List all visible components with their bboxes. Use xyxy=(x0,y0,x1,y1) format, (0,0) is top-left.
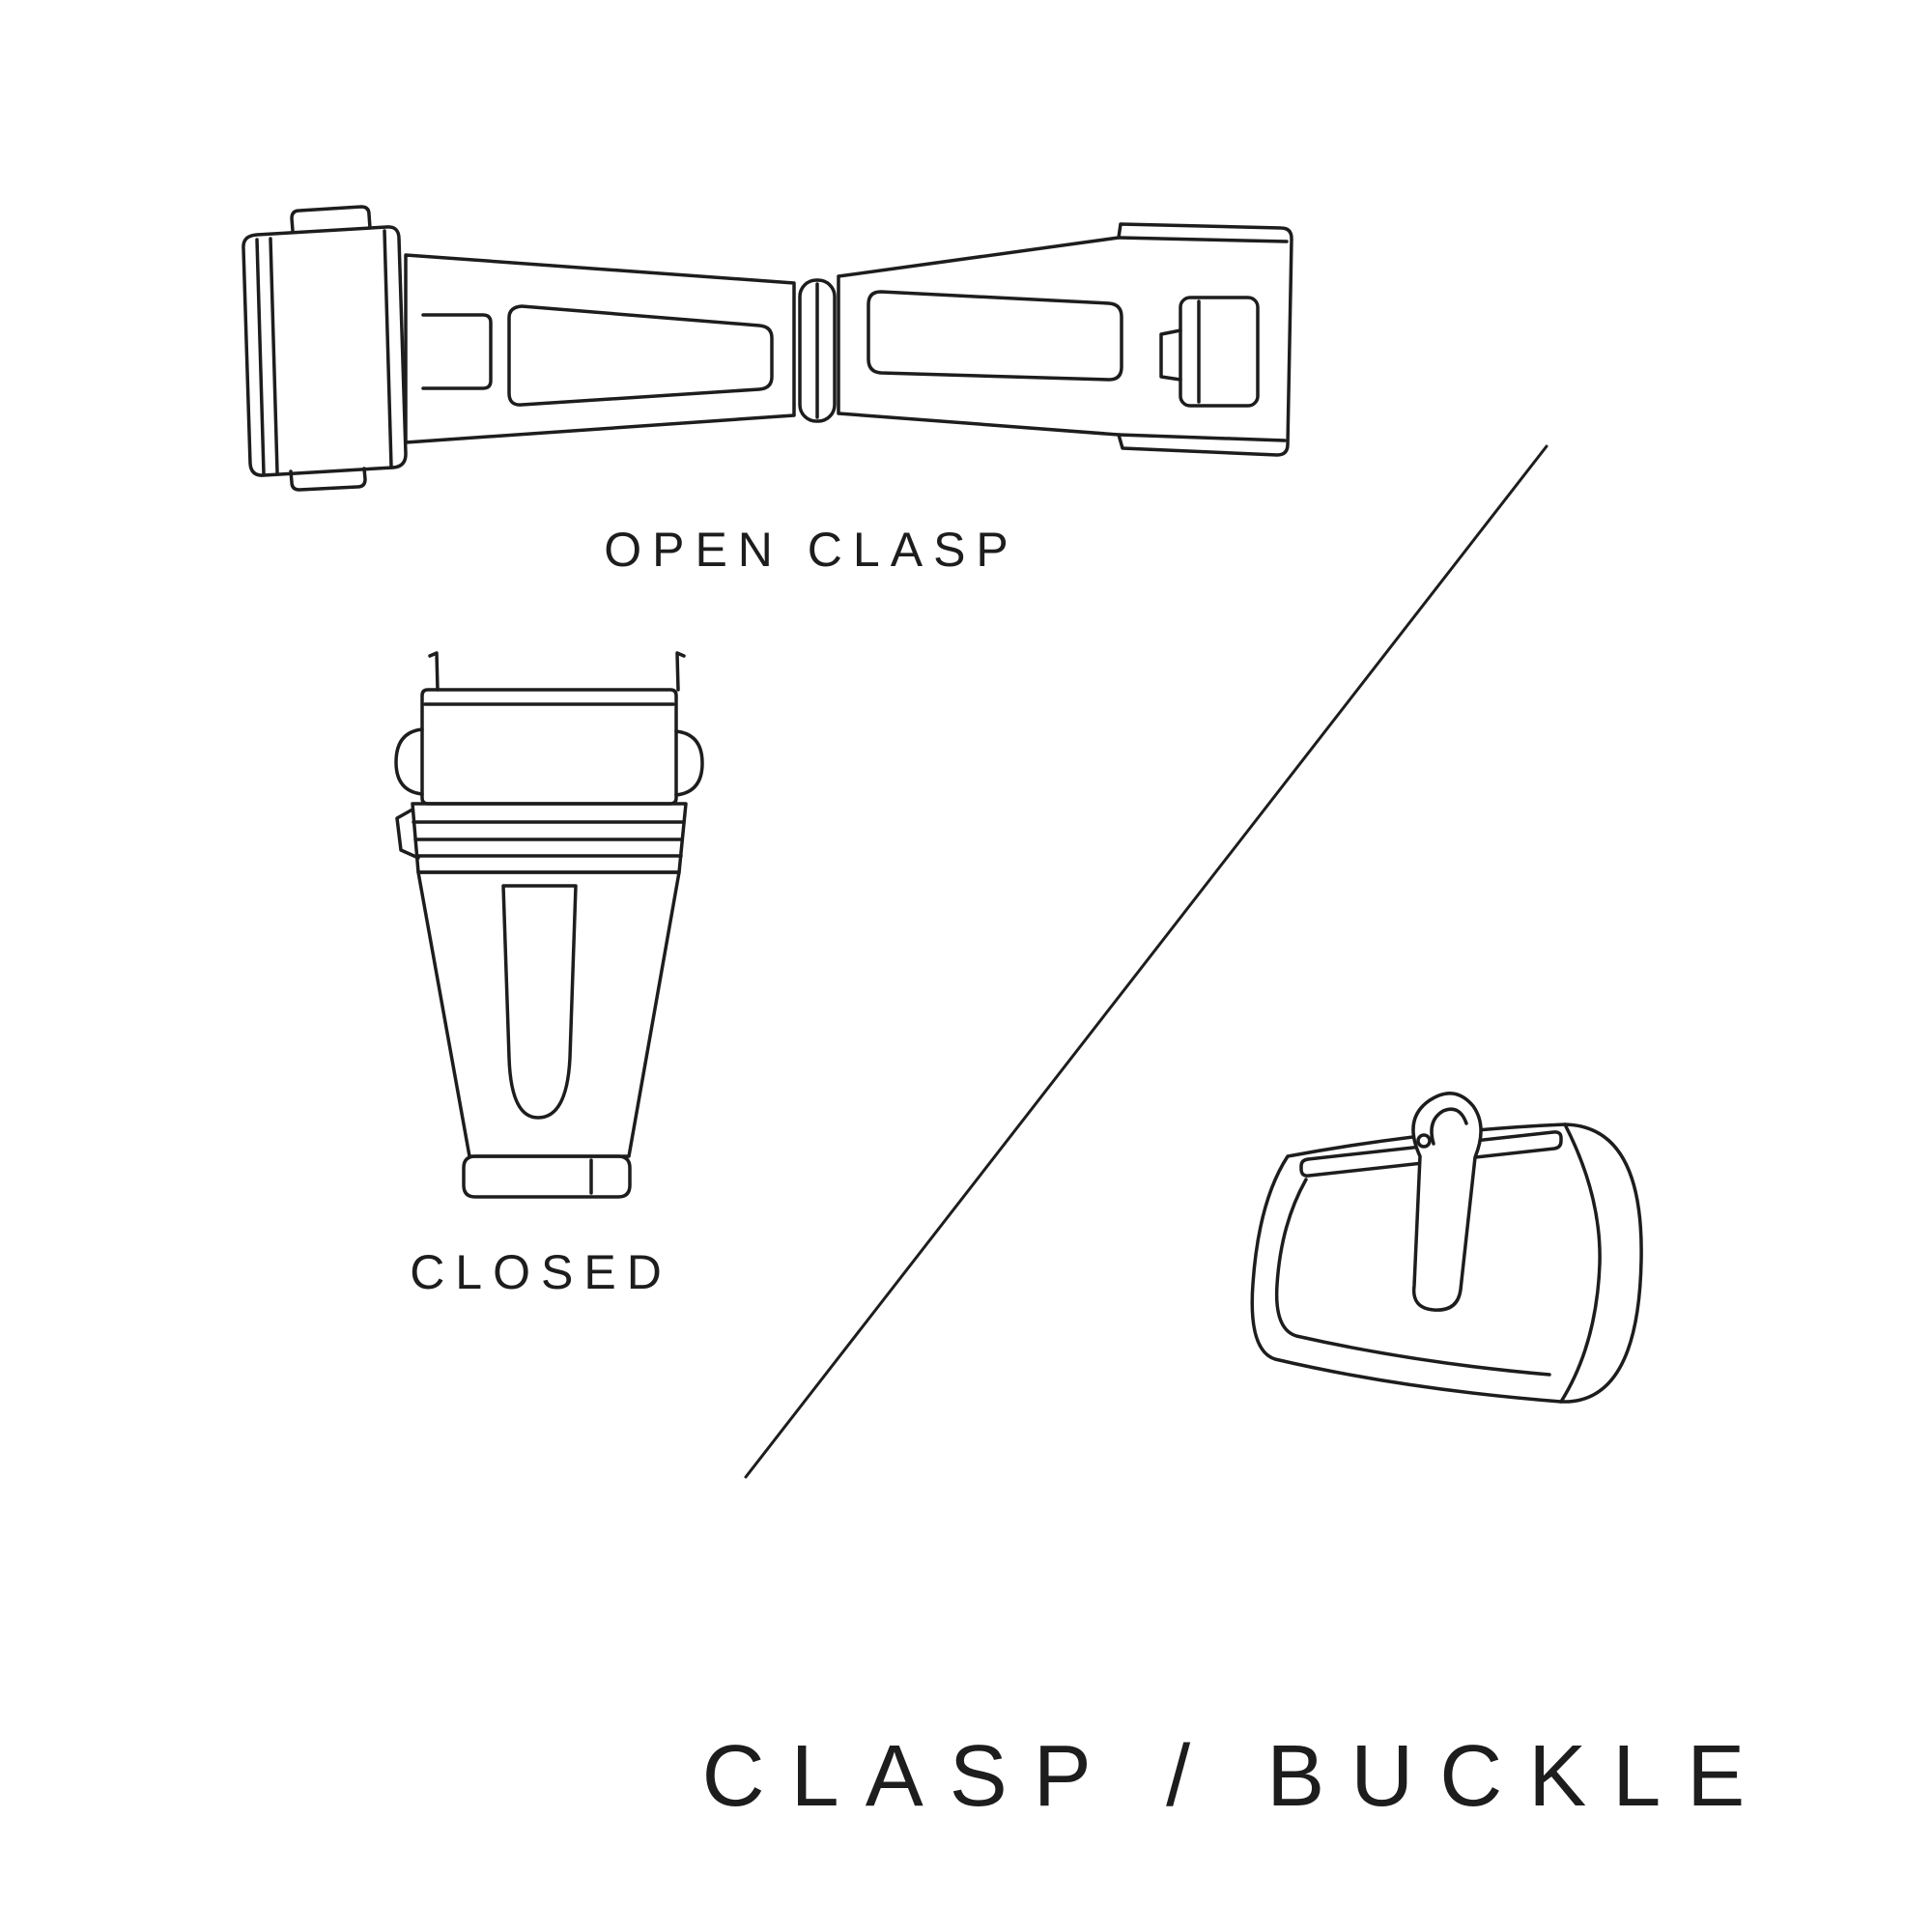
cover-inner-line-2 xyxy=(270,239,277,472)
cover-outline xyxy=(243,227,406,475)
clasp-left-arm xyxy=(406,255,794,442)
right-arm-window xyxy=(868,292,1122,380)
closed-left-ear xyxy=(396,729,422,794)
buckle-illustration-icon xyxy=(1252,1094,1641,1402)
hinge-bar xyxy=(800,280,835,421)
left-arm-outline xyxy=(406,255,794,442)
closed-right-ear xyxy=(676,731,702,795)
right-arm-catch xyxy=(1180,298,1258,406)
left-arm-window xyxy=(509,306,772,405)
clasp-hinge xyxy=(800,280,835,421)
right-arm-outline xyxy=(838,224,1292,455)
closed-body xyxy=(418,872,679,1156)
cover-bottom-tab xyxy=(291,469,365,490)
closed-top-block xyxy=(422,690,676,804)
closed-caption: CLOSED xyxy=(410,1245,672,1299)
closed-band-left-flap xyxy=(397,810,418,858)
right-arm-catch-tab xyxy=(1161,330,1180,380)
cover-inner-line-3 xyxy=(384,231,391,467)
closed-clasp-illustration-icon xyxy=(396,653,702,1197)
clasp-cover xyxy=(243,207,406,490)
closed-prong-right xyxy=(677,653,684,690)
buckle-prong xyxy=(1413,1094,1481,1310)
closed-foot xyxy=(464,1156,630,1197)
right-arm-bottom-plate-line xyxy=(1119,435,1285,440)
closed-prong-left xyxy=(430,653,438,690)
cover-inner-line-1 xyxy=(257,240,264,473)
open-clasp-illustration-icon xyxy=(243,207,1292,490)
closed-body-slot xyxy=(503,886,576,1118)
open-clasp-caption: OPEN CLASP xyxy=(604,523,1019,577)
buckle-frame-outline xyxy=(1252,1124,1641,1402)
page-title: CLASP / BUCKLE xyxy=(701,1728,1772,1825)
buckle-inner-offset-line xyxy=(1277,1179,1549,1375)
buckle-pin-head xyxy=(1418,1135,1430,1147)
buckle-prong-loop-inner-arc xyxy=(1432,1109,1466,1144)
buckle-right-bar-inner-edge xyxy=(1561,1124,1600,1402)
cover-top-tab xyxy=(292,207,370,231)
left-arm-notch xyxy=(423,315,491,388)
clasp-right-arm xyxy=(838,224,1292,455)
diagonal-divider-line xyxy=(746,446,1547,1477)
buckle-pin-bar xyxy=(1301,1132,1561,1176)
right-arm-top-plate-line xyxy=(1119,238,1287,242)
